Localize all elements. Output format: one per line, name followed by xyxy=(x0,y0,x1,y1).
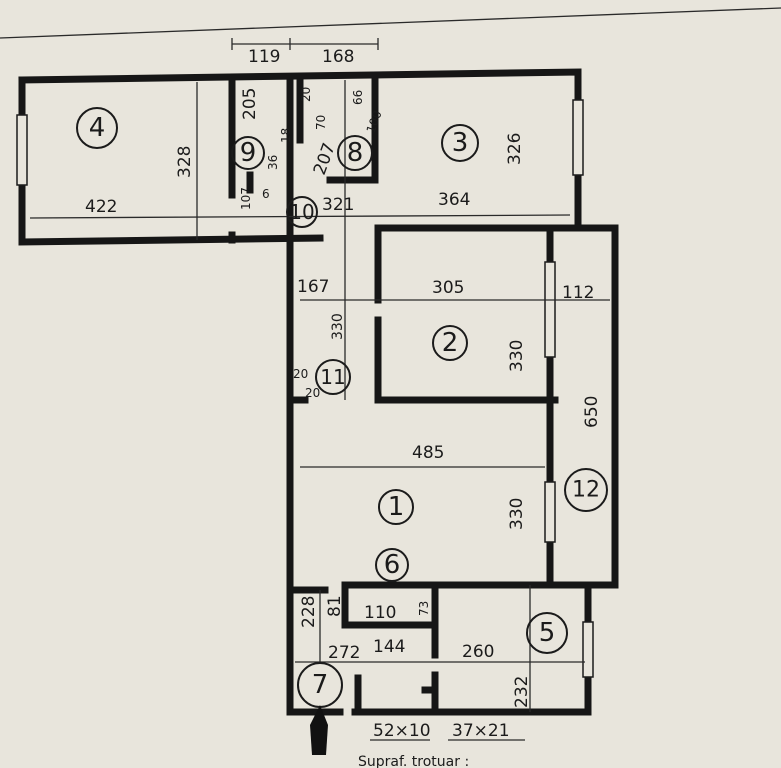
dimension-label: 18 xyxy=(279,128,293,143)
room-10-label: 10 xyxy=(289,200,314,224)
dimension-label: 207 xyxy=(310,140,340,177)
dimension-label: 205 xyxy=(240,88,260,120)
dimension-label: 20 xyxy=(305,386,320,400)
dimension-label: 112 xyxy=(562,283,594,303)
dimension-label: 100 xyxy=(364,109,385,135)
dimension-label: 328 xyxy=(175,146,195,178)
dimension-label: 37×21 xyxy=(452,721,510,741)
window xyxy=(544,261,556,358)
window xyxy=(16,114,28,186)
dimension-label: 70 xyxy=(314,115,328,130)
room-11-label: 11 xyxy=(320,365,345,389)
dimension-label: 326 xyxy=(505,133,525,165)
dimension-label: 119 xyxy=(248,47,280,67)
dimension-lines xyxy=(29,38,610,741)
dimension-label: 650 xyxy=(582,396,602,428)
dimension-label: 73 xyxy=(417,601,431,616)
window xyxy=(544,481,556,543)
entrance-arrow-icon xyxy=(310,705,328,755)
dimension-label: 66 xyxy=(351,90,365,105)
dimension-label: 144 xyxy=(373,637,405,657)
room-3-label: 3 xyxy=(452,128,469,158)
dimension-label: 52×10 xyxy=(373,721,431,741)
dimension-label: 321 xyxy=(322,195,354,215)
room-5-label: 5 xyxy=(539,618,556,648)
paper-border-line xyxy=(0,7,781,39)
dimension-label: 167 xyxy=(297,277,329,297)
dimension-label: 364 xyxy=(438,190,470,210)
room-2-label: 2 xyxy=(442,328,459,358)
dimension-label: 305 xyxy=(432,278,464,298)
dimension-label: 36 xyxy=(266,155,280,170)
dimension-label: 330 xyxy=(507,340,527,372)
dimension-label: 110 xyxy=(364,603,396,623)
dimension-label: 232 xyxy=(512,676,532,708)
footer-text: Supraf. trotuar : xyxy=(358,754,469,768)
dimension-label: 272 xyxy=(328,643,360,663)
dimension-label: 260 xyxy=(462,642,494,662)
dimension-label: 107 xyxy=(239,187,253,210)
dimension-label: 228 xyxy=(299,596,319,628)
room-labels: 1 2 3 4 5 6 7 8 9 10 11 12 xyxy=(76,107,608,708)
room-6-label: 6 xyxy=(384,550,401,580)
dimension-label: 81 xyxy=(325,595,345,617)
dimension-label: 422 xyxy=(85,197,117,217)
dimension-label: 20 xyxy=(299,87,313,102)
room-12-label: 12 xyxy=(572,478,600,503)
window xyxy=(582,621,594,678)
dimension-label: 168 xyxy=(322,47,354,67)
dimension-label: 330 xyxy=(330,313,346,340)
room-4-label: 4 xyxy=(89,113,106,143)
dimension-label: 330 xyxy=(507,498,527,530)
dimension-label: 485 xyxy=(412,443,444,463)
room-1-label: 1 xyxy=(388,492,405,522)
window xyxy=(572,99,584,176)
dimension-labels: 119 168 422 328 205 107 18 36 6 20 70 20… xyxy=(85,47,602,741)
room-9-label: 9 xyxy=(240,138,257,168)
dimension-label: 20 xyxy=(293,367,308,381)
dimension-label: 6 xyxy=(262,187,270,201)
room-7-label: 7 xyxy=(312,670,329,700)
room-8-label: 8 xyxy=(347,138,364,168)
